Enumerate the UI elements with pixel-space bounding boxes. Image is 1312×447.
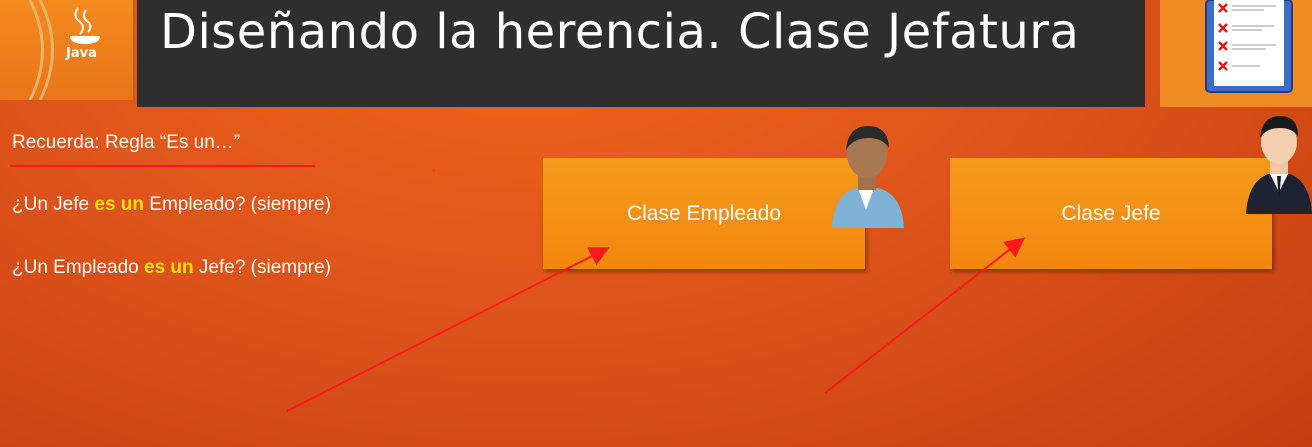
arrow-to-jefe bbox=[824, 237, 1026, 394]
clipboard-checklist-icon bbox=[1205, 0, 1293, 93]
reminder-underline bbox=[10, 165, 315, 167]
question-empleado-jefe: ¿Un Empleado es un Jefe? (siempre) bbox=[12, 257, 331, 278]
highlight-es-un: es un bbox=[94, 194, 144, 215]
question-jefe-empleado: ¿Un Jefe es un Empleado? (siempre) bbox=[12, 194, 331, 215]
pointer-crosshair: + bbox=[430, 163, 438, 177]
employee-avatar-icon bbox=[832, 126, 904, 228]
class-jefe-label: Clase Jefe bbox=[1061, 201, 1161, 225]
java-logo-text: Java bbox=[66, 46, 97, 61]
java-logo: Java bbox=[0, 0, 135, 100]
rule-reminder: Recuerda: Regla “Es un…” bbox=[12, 132, 241, 153]
highlight-es-un: es un bbox=[144, 257, 194, 278]
page-title: Diseñando la herencia. Clase Jefatura bbox=[160, 4, 1080, 60]
title-bar bbox=[137, 0, 1145, 107]
boss-avatar-icon bbox=[1246, 116, 1312, 214]
arrow-to-empleado bbox=[286, 247, 610, 412]
class-empleado-label: Clase Empleado bbox=[626, 201, 782, 225]
java-logo-icon bbox=[28, 0, 100, 100]
